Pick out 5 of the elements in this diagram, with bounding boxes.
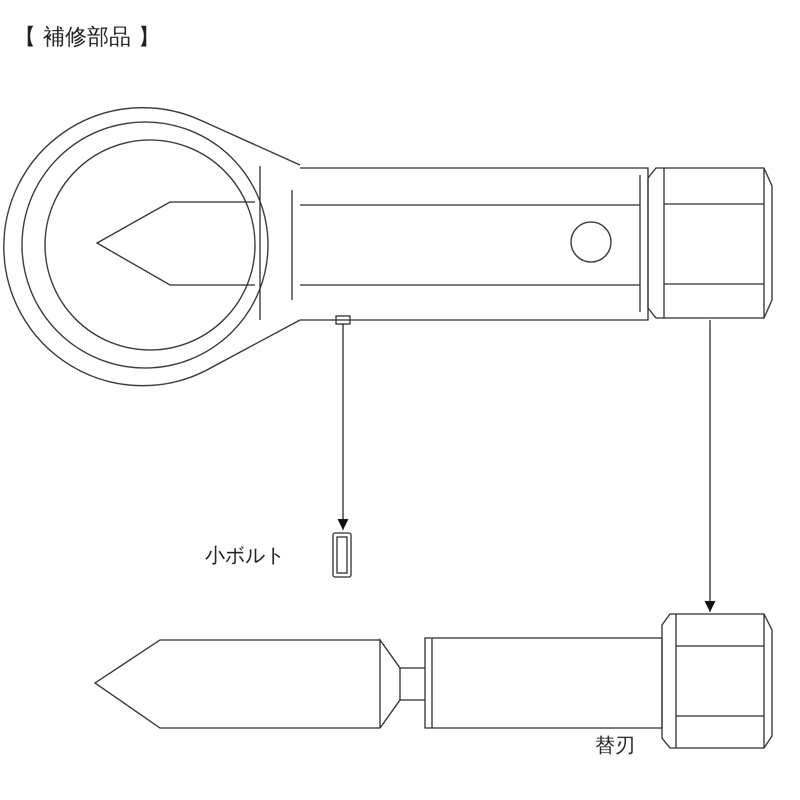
- part-label: 小ボルト: [205, 542, 285, 569]
- part-label: 替刃: [595, 732, 635, 759]
- arrow: [704, 320, 716, 612]
- arrow: [338, 324, 348, 530]
- heading: 【 補修部品 】: [14, 24, 160, 52]
